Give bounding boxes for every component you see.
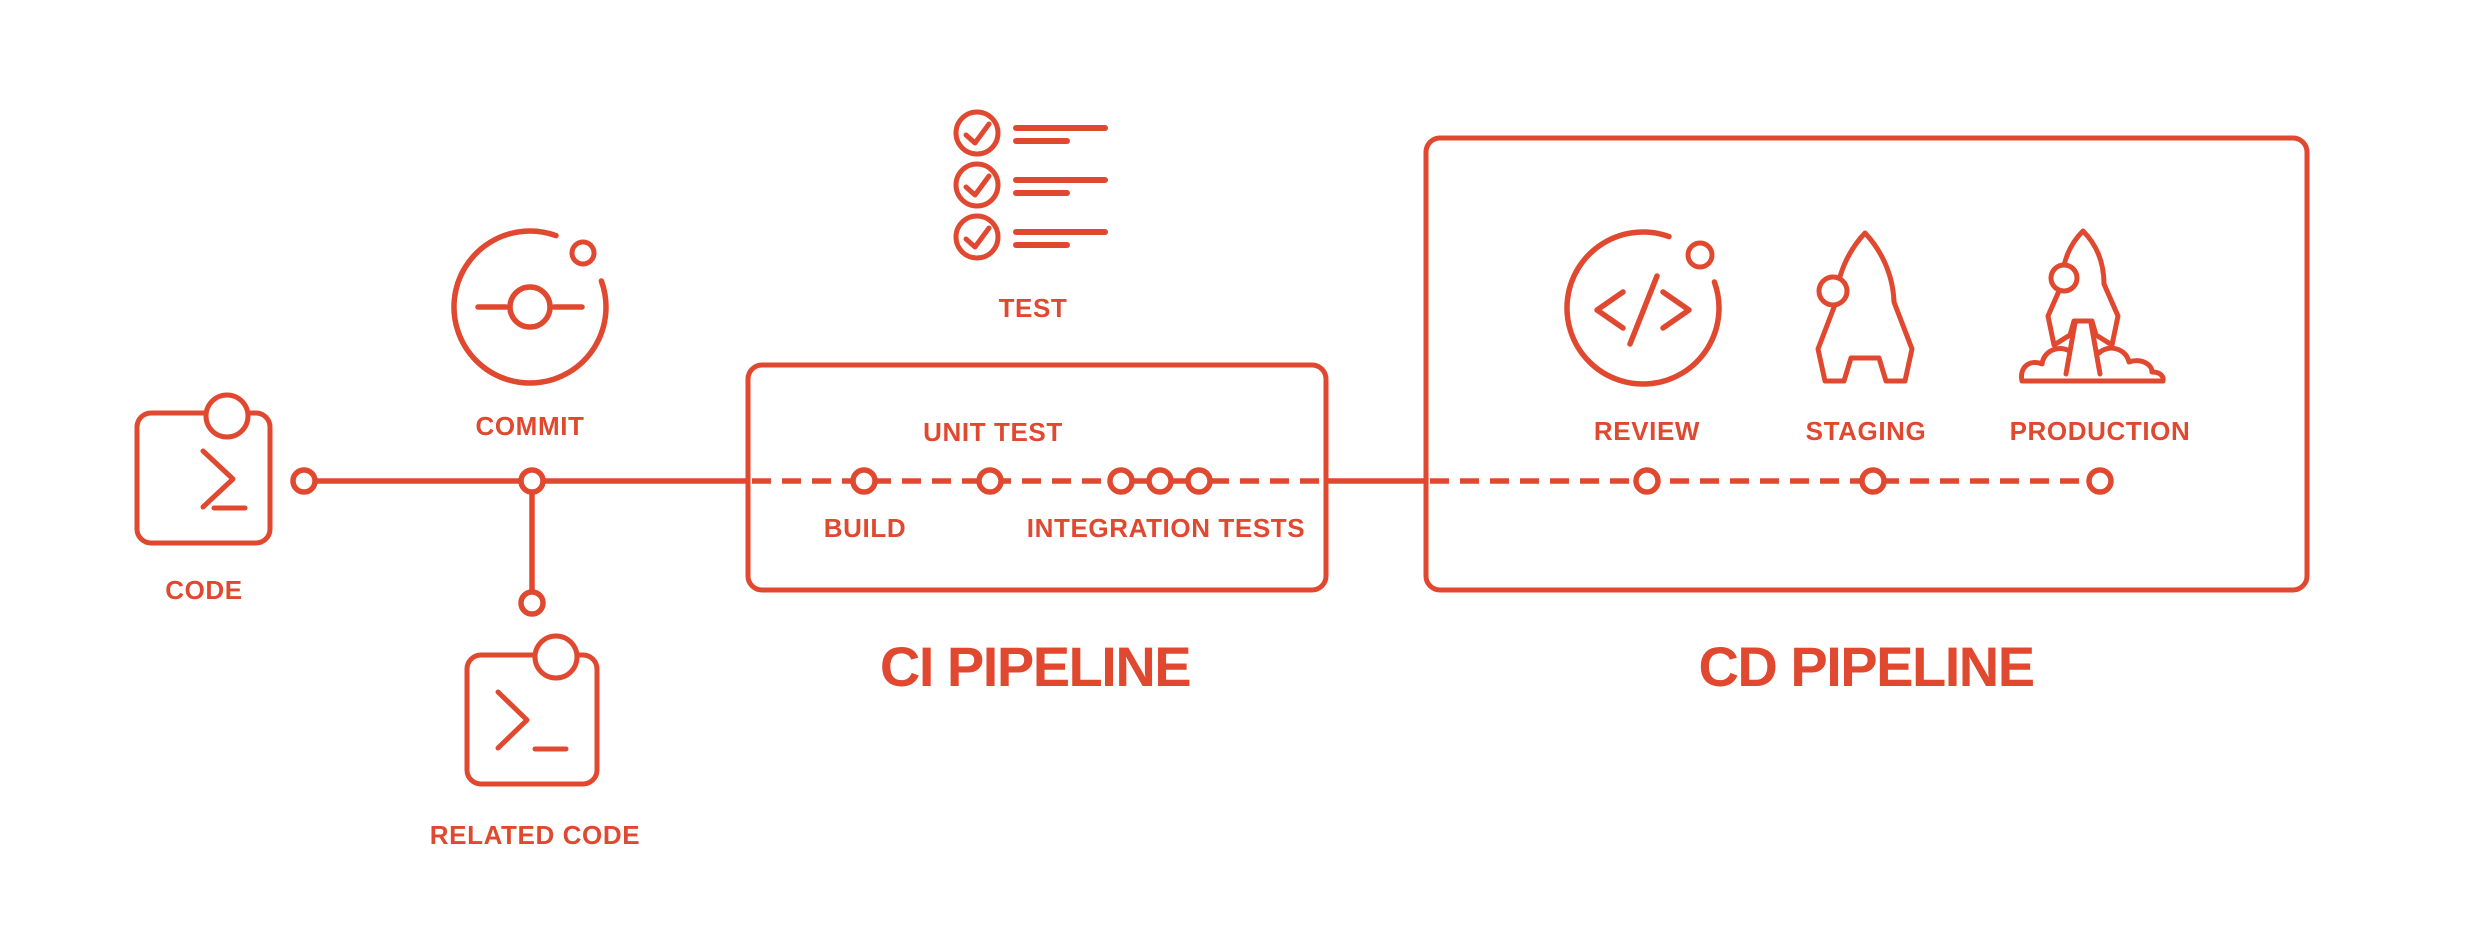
code-chevron-left	[1594, 289, 1626, 331]
terminal-pin-circle	[532, 633, 580, 681]
prompt-chevron	[495, 689, 530, 751]
timeline-node-commit	[518, 467, 546, 495]
timeline-node-integration-3	[1185, 467, 1213, 495]
ci-box-border	[745, 362, 1329, 593]
staging-label: STAGING	[1806, 416, 1927, 446]
check-mark	[963, 173, 992, 198]
terminal-window-icon	[134, 392, 273, 546]
check-circle-icon	[953, 213, 1001, 261]
rocket-icon	[1815, 230, 1915, 384]
check-circle-icon	[953, 109, 1001, 157]
timeline-nodes	[290, 467, 2114, 617]
ci-pipeline-box	[745, 362, 1329, 593]
code-chevron-right	[1660, 289, 1692, 331]
related-code-label: RELATED CODE	[430, 820, 640, 850]
code-slash	[1627, 273, 1660, 347]
checklist-row	[953, 109, 1108, 157]
orbit-satellite	[569, 239, 597, 267]
timeline-node-integration-2	[1146, 467, 1174, 495]
commit-label: COMMIT	[475, 411, 584, 441]
timeline-node-start	[290, 467, 318, 495]
timeline-node-unit-test	[976, 467, 1004, 495]
check-mark	[963, 121, 992, 146]
prompt-chevron	[200, 448, 236, 510]
checklist-row	[953, 161, 1108, 209]
rocket-body	[2045, 228, 2121, 348]
terminal-pin-circle	[203, 392, 251, 440]
timeline-node-build	[850, 467, 878, 495]
orbit-arc	[451, 228, 609, 386]
ci-pipeline-title: CI PIPELINE	[880, 635, 1190, 698]
timeline-node-integration-1	[1107, 467, 1135, 495]
orbit-arc	[1564, 229, 1722, 387]
review-label: REVIEW	[1594, 416, 1700, 446]
rocket-body	[1815, 230, 1915, 384]
cd-pipeline-title: CD PIPELINE	[1698, 635, 2033, 698]
git-commit-orbit-icon	[451, 228, 609, 386]
rocket-window	[2048, 262, 2080, 294]
code-label: CODE	[165, 575, 243, 605]
integration-tests-label: INTEGRATION TESTS	[1027, 513, 1305, 543]
code-review-icon	[1564, 229, 1722, 387]
unit-test-label: UNIT TEST	[923, 417, 1063, 447]
cd-pipeline-box	[1423, 135, 2310, 593]
checklist-row	[953, 213, 1108, 261]
commit-dot	[507, 284, 553, 330]
test-label: TEST	[999, 293, 1068, 323]
check-mark	[963, 225, 992, 250]
terminal-frame	[464, 652, 600, 787]
checklist-icon	[953, 109, 1108, 261]
terminal-frame	[134, 410, 273, 546]
cd-box-border	[1423, 135, 2310, 593]
build-label: BUILD	[824, 513, 906, 543]
rocket-launch-icon	[2019, 228, 2166, 384]
timeline-node-review	[1633, 467, 1661, 495]
terminal-window-icon	[464, 633, 600, 787]
timeline-node-production	[2086, 467, 2114, 495]
check-circle-icon	[953, 161, 1001, 209]
orbit-satellite	[1685, 240, 1715, 270]
rocket-window	[1816, 274, 1850, 308]
timeline-node-staging	[1859, 467, 1887, 495]
timeline-node-related-code	[518, 589, 546, 617]
production-label: PRODUCTION	[2010, 416, 2191, 446]
